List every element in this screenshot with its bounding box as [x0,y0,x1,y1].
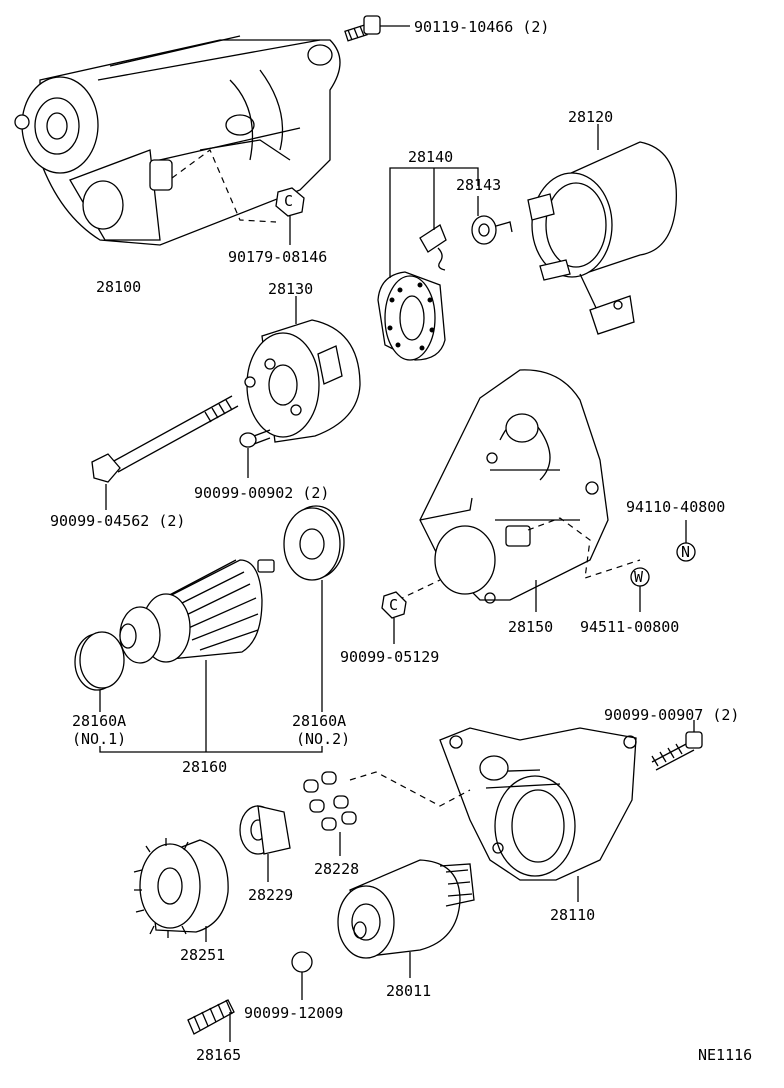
label-90099-12009: 90099-12009 [244,1004,343,1022]
washer-94511-00800-drawing: W [630,567,650,587]
marker-c-nut: C [284,192,293,210]
yoke-28120-drawing [527,141,678,335]
end-frame-28130-drawing [244,319,361,443]
label-94110-40800: 94110-40800 [626,498,725,516]
label-90099-05129: 90099-05129 [340,648,439,666]
label-28110: 28110 [550,906,595,924]
through-bolt-90099-04562-drawing [91,395,239,483]
label-28143: 28143 [456,176,501,194]
nut-90179-08146-drawing: C [275,187,305,217]
label-28228: 28228 [314,860,359,878]
nut-90099-05129-drawing: C [381,591,407,619]
retainer-28229-drawing [239,805,291,855]
marker-c-nut-05129: C [389,596,398,614]
marker-n-nut: N [681,543,690,561]
label-28160A-no1-sub: (NO.1) [72,730,126,748]
label-90099-04562: 90099-04562 (2) [50,512,185,530]
leader-dash-28150 [527,517,641,579]
leader-dash-28228 [349,771,471,807]
figure-code: NE1116 [698,1046,752,1064]
bearing-28160A-no2-drawing [283,505,345,581]
brush-holder-28140-drawing [377,271,446,361]
leader-dash-28100 [171,149,277,223]
label-28251: 28251 [180,946,225,964]
marker-w-washer: W [634,568,644,586]
label-28130: 28130 [268,280,313,298]
label-94511-00800: 94511-00800 [580,618,679,636]
label-90119-10466: 90119-10466 (2) [414,18,549,36]
label-28150: 28150 [508,618,553,636]
drive-housing-28110-drawing [439,727,637,881]
label-28160: 28160 [182,758,227,776]
nut-94110-40800-drawing: N [676,542,696,562]
leader-dash-c-nut [397,579,441,601]
label-28165: 28165 [196,1046,241,1064]
bearing-28160A-no1-drawing [74,631,125,691]
housing-28150-drawing [419,369,609,604]
label-28160A-no2-sub: (NO.2) [296,730,350,748]
label-90099-00902: 90099-00902 (2) [194,484,329,502]
armature-28160-drawing [119,559,275,664]
label-28229: 28229 [248,886,293,904]
rollers-28228-drawing [303,771,357,831]
label-28140: 28140 [408,148,453,166]
label-28120: 28120 [568,108,613,126]
gear-28251-drawing [133,838,229,938]
brush-28143-drawing [471,215,513,245]
screw-90099-00902-drawing [239,429,271,448]
spring-28165-drawing [187,999,235,1035]
brush-spring-28140-drawing [419,224,447,271]
bracket-28160 [99,746,323,753]
label-28100: 28100 [96,278,141,296]
label-28160A-no2: 28160A [292,712,346,730]
bolt-90099-00907-drawing [651,731,703,771]
leader-28140-bracket [389,167,479,278]
label-28011: 28011 [386,982,431,1000]
pinion-clutch-28011-drawing [337,859,475,959]
starter-assembly-28100-drawing [14,35,341,246]
label-90179-08146: 90179-08146 [228,248,327,266]
label-90099-00907: 90099-00907 (2) [604,706,739,724]
bolt-90119-10466-drawing [344,15,381,42]
ball-90099-12009-drawing [291,951,313,973]
label-28160A-no1: 28160A [72,712,126,730]
